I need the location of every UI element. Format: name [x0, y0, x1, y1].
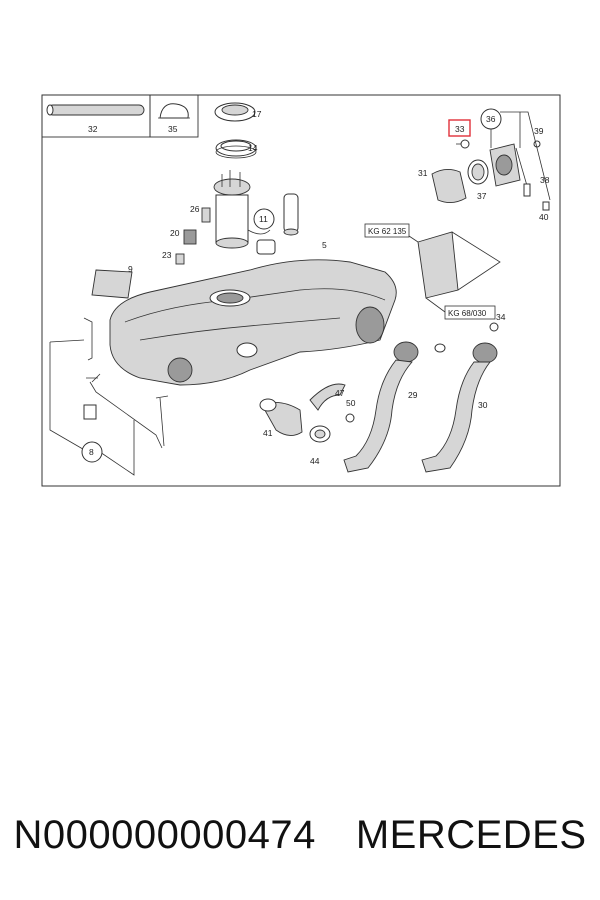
seal-37 — [467, 159, 489, 185]
clamp-35 — [158, 103, 190, 119]
part-label-32: 32 — [88, 124, 98, 134]
inset-box-35 — [149, 94, 199, 138]
hose-47 — [309, 383, 346, 411]
seal-ring-14 — [215, 139, 257, 159]
part-label-9: 9 — [128, 264, 133, 274]
screw-39 — [533, 140, 541, 148]
part-label-26: 26 — [190, 204, 200, 214]
lock-ring-17 — [214, 102, 256, 122]
strap-8 — [83, 317, 169, 449]
fuel-pump-unit — [213, 170, 271, 249]
highlight-box-33 — [448, 119, 471, 137]
clamp-44 — [309, 425, 331, 443]
strap-leader-lines — [49, 339, 135, 476]
part-label-20: 20 — [170, 228, 180, 238]
part-label-50: 50 — [346, 398, 356, 408]
part-label-36: 36 — [486, 114, 496, 124]
screw-33 — [456, 139, 470, 149]
flap-housing-36 — [489, 143, 521, 187]
part-label-33: 33 — [455, 124, 465, 134]
part-label-39: 39 — [534, 126, 544, 136]
connector-20 — [183, 229, 197, 245]
part-label-35: 35 — [168, 124, 178, 134]
part-label-23: 23 — [162, 250, 172, 260]
part-code: N000000000474 — [13, 812, 316, 857]
part-label-14: 14 — [248, 143, 258, 153]
svg-text:KG 62 135: KG 62 135 — [368, 227, 407, 236]
ref-kg-68-030: KG 68/030 — [444, 305, 496, 320]
part-label-37: 37 — [477, 191, 487, 201]
hose-32 — [46, 104, 145, 116]
part-label-41: 41 — [263, 428, 273, 438]
connector-26 — [201, 207, 211, 223]
parts-diagram: 32 35 17 14 11 26 20 23 — [41, 94, 561, 487]
part-label-44: 44 — [310, 456, 320, 466]
part-label-11: 11 — [259, 214, 268, 224]
part-label-29: 29 — [408, 390, 418, 400]
part-label-40: 40 — [539, 212, 549, 222]
housing-31 — [431, 169, 467, 203]
callout-circle-8 — [81, 441, 103, 463]
bolt-34 — [489, 322, 499, 332]
filter-11 — [283, 193, 299, 236]
caption-bar: N000000000474 MERCEDES — [0, 800, 600, 870]
screw-40 — [542, 201, 550, 211]
part-label-8: 8 — [89, 447, 94, 457]
pump-sleeve — [256, 239, 276, 255]
part-label-31: 31 — [418, 168, 428, 178]
ref-kg-62-135: KG 62 135 — [364, 223, 410, 238]
fuel-tank-5 — [109, 259, 397, 386]
callout-circle-11 — [253, 208, 275, 230]
filler-neck-29 — [343, 341, 419, 473]
flap-leader-lines — [490, 111, 551, 201]
ref-leader-lines — [408, 231, 501, 313]
part-label-30: 30 — [478, 400, 488, 410]
hose-41 — [259, 398, 303, 436]
plug-23 — [175, 253, 185, 265]
pad-9 — [91, 269, 133, 299]
rod-38 — [515, 147, 531, 197]
clip-50 — [345, 413, 355, 423]
part-label-17: 17 — [252, 109, 262, 119]
brand-name: MERCEDES — [355, 812, 587, 857]
washer-kg-68 — [434, 343, 446, 353]
part-label-5: 5 — [322, 240, 327, 250]
svg-text:KG 68/030: KG 68/030 — [448, 309, 487, 318]
part-label-47: 47 — [335, 388, 345, 398]
part-label-34: 34 — [496, 312, 506, 322]
filler-neck-30 — [421, 342, 498, 473]
